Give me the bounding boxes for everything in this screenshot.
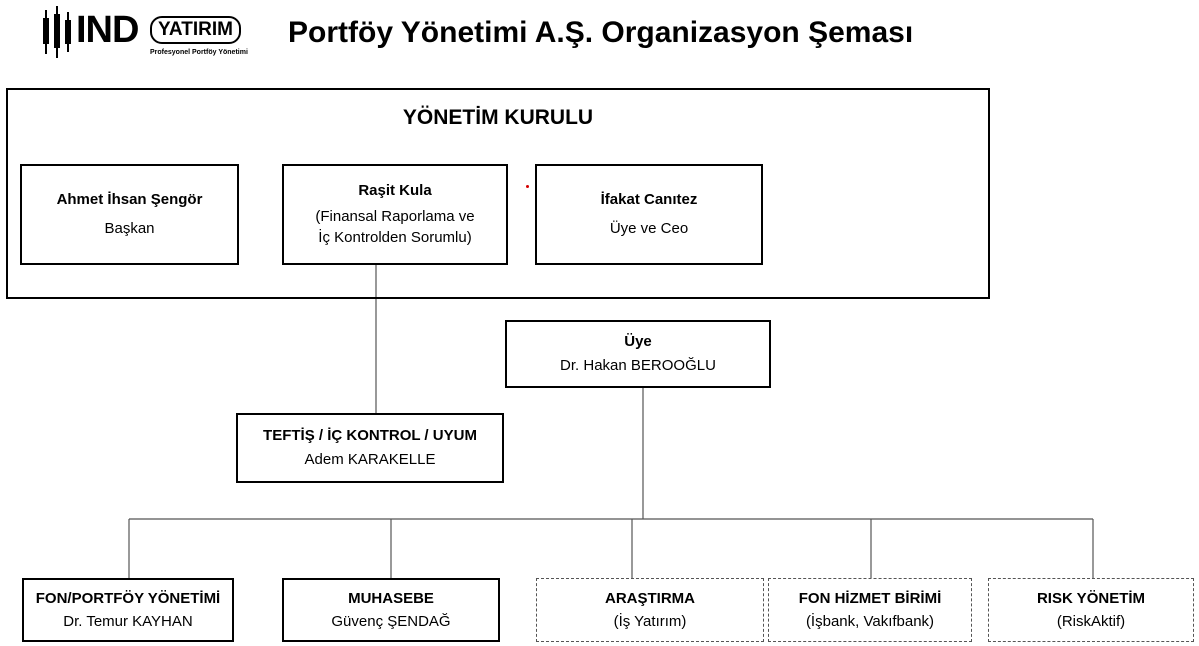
red-dot-mark	[526, 185, 529, 188]
member-role: Başkan	[104, 220, 155, 237]
member-name: Dr. Hakan BEROOĞLU	[560, 357, 716, 374]
unit-name: Güvenç ŞENDAĞ	[331, 612, 451, 630]
unit-title: FON HİZMET BİRİMİ	[798, 589, 942, 607]
company-logo: IND YATIRIM Profesyonel Portföy Yönetimi	[42, 4, 268, 66]
member-name: İfakat Canıtez	[600, 191, 698, 208]
logo-tagline: Profesyonel Portföy Yönetimi	[150, 49, 248, 56]
unit-fund-portfolio: FON/PORTFÖY YÖNETİMİ Dr. Temur KAYHAN	[22, 578, 234, 642]
member-role-line: (Finansal Raporlama ve	[315, 208, 475, 225]
board-member-box: Üye Dr. Hakan BEROOĞLU	[505, 320, 771, 388]
member-title: Üye	[624, 333, 652, 350]
unit-name: Dr. Temur KAYHAN	[63, 612, 193, 630]
logo-brand-text: YATIRIM	[150, 16, 241, 44]
unit-title: RISK YÖNETİM	[1036, 589, 1146, 607]
candlestick-bars-icon	[43, 6, 71, 58]
unit-name: (RiskAktif)	[1056, 612, 1126, 630]
member-role: Üye ve Ceo	[609, 220, 689, 237]
unit-name: (İşbank, Vakıfbank)	[805, 612, 935, 630]
unit-title: FON/PORTFÖY YÖNETİMİ	[35, 589, 221, 607]
unit-fund-services: FON HİZMET BİRİMİ (İşbank, Vakıfbank)	[768, 578, 972, 642]
board-member-reporting: Raşit Kula (Finansal Raporlama ve İç Kon…	[282, 164, 508, 265]
member-name: Raşit Kula	[358, 182, 432, 199]
unit-title: ARAŞTIRMA	[605, 589, 695, 607]
board-container: YÖNETİM KURULU	[6, 88, 990, 299]
audit-name: Adem KARAKELLE	[304, 451, 436, 468]
unit-accounting: MUHASEBE Güvenç ŞENDAĞ	[282, 578, 500, 642]
page-title: Portföy Yönetimi A.Ş. Organizasyon Şemas…	[288, 16, 914, 49]
member-name: Ahmet İhsan Şengör	[56, 191, 203, 208]
logo-main-text: IND	[76, 9, 139, 51]
audit-title: TEFTİŞ / İÇ KONTROL / UYUM	[263, 427, 477, 444]
board-member-chairman: Ahmet İhsan Şengör Başkan	[20, 164, 239, 265]
unit-title: MUHASEBE	[348, 589, 434, 607]
audit-control-box: TEFTİŞ / İÇ KONTROL / UYUM Adem KARAKELL…	[236, 413, 504, 483]
board-member-ceo: İfakat Canıtez Üye ve Ceo	[535, 164, 763, 265]
board-title: YÖNETİM KURULU	[402, 106, 594, 129]
unit-research: ARAŞTIRMA (İş Yatırım)	[536, 578, 764, 642]
unit-name: (İş Yatırım)	[613, 612, 687, 630]
unit-risk-management: RISK YÖNETİM (RiskAktif)	[988, 578, 1194, 642]
member-role-line: İç Kontrolden Sorumlu)	[318, 229, 472, 246]
